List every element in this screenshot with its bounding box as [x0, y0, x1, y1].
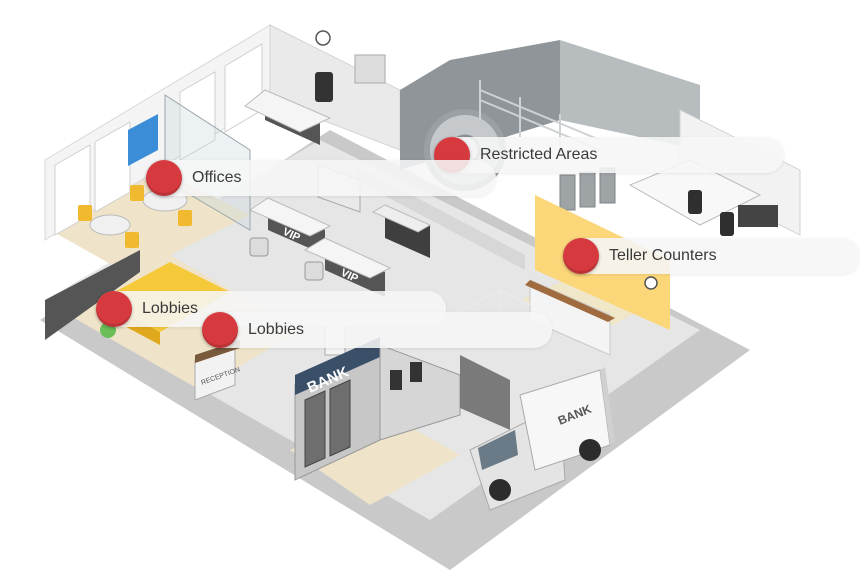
hotspot-lobbies-2[interactable]: Lobbies — [202, 312, 552, 348]
truck-windshield — [478, 430, 518, 470]
hotspot-label: Lobbies — [248, 321, 305, 338]
office-chairs-yellow — [78, 185, 192, 248]
meeting-table-1 — [89, 214, 131, 236]
guest-chairs — [249, 237, 324, 281]
truck-wheel-back — [579, 439, 601, 461]
storage-shelves — [559, 167, 616, 211]
hotspot-marker-icon — [563, 238, 599, 274]
hotspot-label: Lobbies — [142, 300, 199, 317]
hotspot-label: Offices — [192, 169, 242, 186]
vault-side-wall — [560, 40, 700, 150]
hotspot-marker-icon — [146, 160, 182, 196]
atm-wall — [379, 344, 461, 441]
hotspot-marker-icon — [96, 291, 132, 327]
truck-wheel-front — [489, 479, 511, 501]
hotspot-label: Teller Counters — [609, 247, 717, 264]
office-chair — [315, 72, 333, 102]
entrance-doors — [304, 379, 351, 468]
teller-clock-icon — [644, 276, 658, 290]
manager-desk-top — [244, 89, 332, 133]
hotspot-teller-counters[interactable]: Teller Counters — [563, 238, 860, 274]
printer-top — [371, 204, 432, 233]
hotspot-offices[interactable]: Offices — [146, 160, 496, 196]
office-chair-3 — [720, 212, 734, 236]
hotspot-marker-icon — [202, 312, 238, 348]
hotspot-label: Restricted Areas — [480, 146, 598, 163]
back-wall-right — [269, 24, 401, 151]
right-office-cabinet — [738, 205, 778, 227]
vip-desk-1: VIP — [248, 197, 332, 255]
teller-counter — [529, 279, 611, 356]
service-door — [460, 355, 510, 430]
lobby-wall — [45, 250, 140, 340]
clock-icon — [315, 30, 331, 46]
atm-screens — [390, 362, 422, 390]
office-floor — [50, 170, 250, 275]
bank-sign-board — [295, 337, 380, 395]
teller-counter-top — [525, 280, 615, 322]
bank-truck: BANK — [469, 367, 615, 511]
notice-board — [354, 54, 386, 84]
office-chair-2 — [688, 190, 702, 214]
office-whiteboard — [128, 114, 158, 166]
